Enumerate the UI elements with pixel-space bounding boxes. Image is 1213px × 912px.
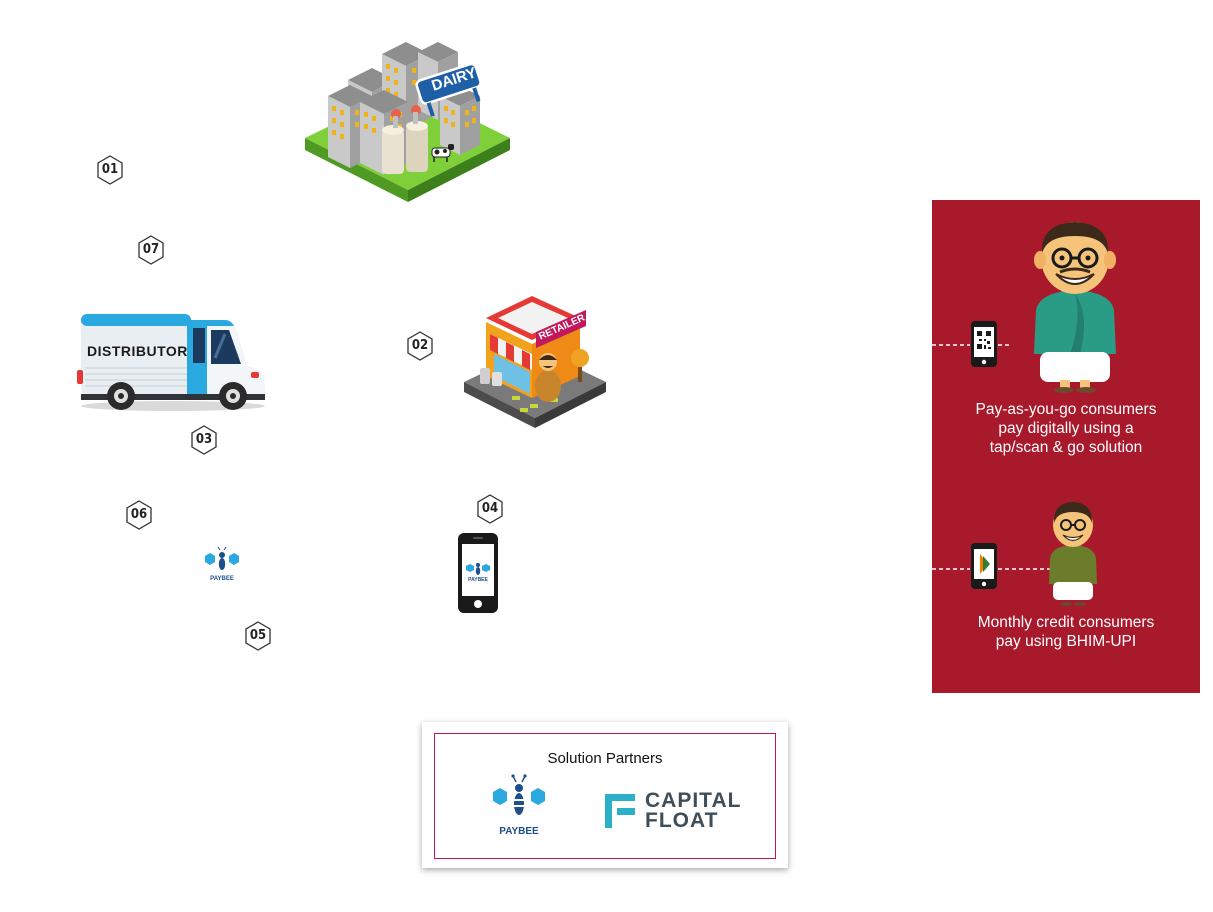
step-number: 04: [481, 501, 499, 516]
solution-partners-title: Solution Partners: [547, 750, 663, 767]
solution-partners-frame: Solution Partners PAYBEE: [434, 733, 776, 859]
step-number: 06: [130, 507, 148, 522]
capital-float-line-1: CAPITAL: [645, 789, 742, 812]
capital-float-line-2: FLOAT: [645, 809, 719, 832]
step-number: 05: [249, 628, 267, 643]
step-number: 07: [142, 242, 160, 257]
distributor-truck-illustration: [75, 308, 270, 418]
step-badge-05: 05: [245, 621, 271, 651]
monthly-credit-consumer-illustration: [1042, 498, 1104, 610]
step-badge-01: 01: [97, 155, 123, 185]
monthly-credit-line-1: Monthly credit consumers: [977, 614, 1155, 631]
step-badge-07: 07: [138, 235, 164, 265]
step-number: 01: [101, 162, 119, 177]
solution-partners-card: Solution Partners PAYBEE: [422, 722, 788, 868]
qr-code-icon: [970, 320, 998, 368]
step-badge-06: 06: [126, 500, 152, 530]
bhim-upi-icon: [970, 542, 998, 590]
pay-as-you-go-line-3: tap/scan & go solution: [989, 439, 1143, 456]
monthly-credit-line-2: pay using BHIM-UPI: [995, 633, 1137, 650]
paybee-name: PAYBEE: [210, 576, 234, 582]
consumers-panel: Pay-as-you-go consumers pay digitally us…: [932, 200, 1200, 693]
paybee-logo-icon: PAYBEE: [202, 546, 242, 590]
step-badge-02: 02: [407, 331, 433, 361]
step-number: 02: [411, 338, 429, 353]
capital-float-logo-icon: [605, 794, 637, 830]
step-badge-03: 03: [191, 425, 217, 455]
step-badge-04: 04: [477, 494, 503, 524]
pay-as-you-go-line-2: pay digitally using a: [998, 420, 1134, 437]
paybee-partner-logo-icon: PAYBEE: [489, 774, 549, 846]
dairy-illustration: DAIRY: [300, 40, 515, 205]
phone-icon: PAYBEE: [457, 532, 499, 614]
paybee-partner-name: PAYBEE: [499, 826, 539, 837]
pay-as-you-go-consumer-illustration: [1020, 214, 1130, 394]
pay-as-you-go-line-1: Pay-as-you-go consumers: [975, 401, 1157, 418]
phone-paybee-name: PAYBEE: [468, 577, 488, 583]
step-number: 03: [195, 432, 213, 447]
retailer-store-illustration: RETAILER: [460, 270, 610, 435]
distributor-label: DISTRIBUTOR: [87, 343, 188, 359]
